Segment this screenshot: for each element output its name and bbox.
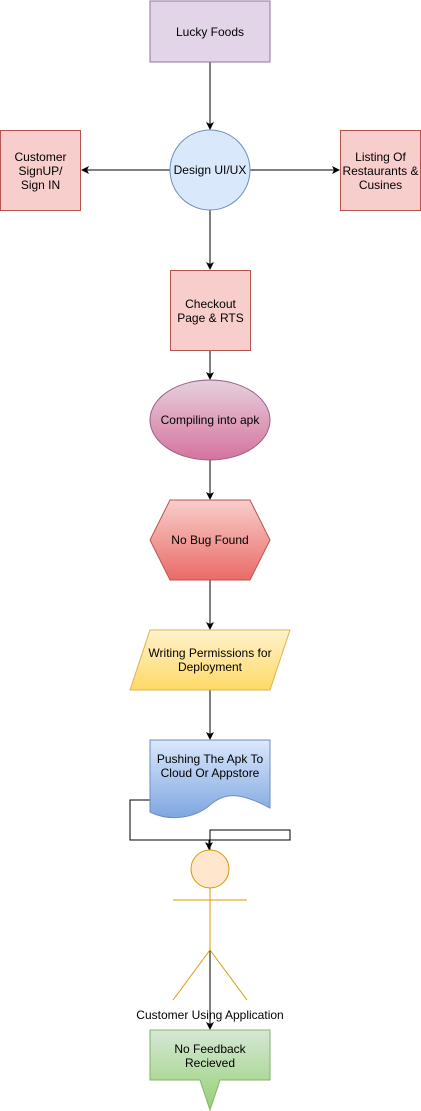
compiling-ellipse <box>149 379 271 461</box>
pushing-label: Pushing The Apk To Cloud Or Appstore <box>156 752 264 780</box>
listing-box <box>340 130 421 211</box>
checkout-label: Checkout Page & RTS <box>177 296 244 325</box>
customer-signup-box <box>0 130 81 211</box>
checkout-box <box>170 270 251 351</box>
feedback-label: No Feedback Recieved <box>174 1042 246 1070</box>
design-label: Design UI/UX <box>173 163 247 177</box>
actor-right-leg <box>209 949 248 1001</box>
feedback-callout <box>149 1029 271 1111</box>
design-circle <box>169 129 251 211</box>
no-bug-hexagon <box>149 499 271 581</box>
listing-label: Listing Of Restaurants & Cusines <box>342 149 419 192</box>
permissions-parallelogram <box>129 629 291 691</box>
customer-signup-label: Customer SignUP/ Sign IN <box>14 149 67 192</box>
actor-left-leg <box>172 949 211 1001</box>
compiling-label: Compiling into apk <box>160 413 260 427</box>
lucky-foods-box <box>149 0 271 63</box>
edge-pushing-to-actor <box>129 799 213 850</box>
permissions-label: Writing Permissions for Deployment <box>148 646 272 674</box>
actor-head <box>190 849 230 889</box>
edge-actor-loop <box>209 829 291 850</box>
customer-using-label: Customer Using Application <box>136 1008 284 1022</box>
actor-figure <box>172 849 248 1001</box>
pushing-document <box>149 739 271 819</box>
lucky-foods-label: Lucky Foods <box>175 24 245 39</box>
no-bug-label: No Bug Found <box>171 533 249 547</box>
connectors <box>81 62 340 1030</box>
